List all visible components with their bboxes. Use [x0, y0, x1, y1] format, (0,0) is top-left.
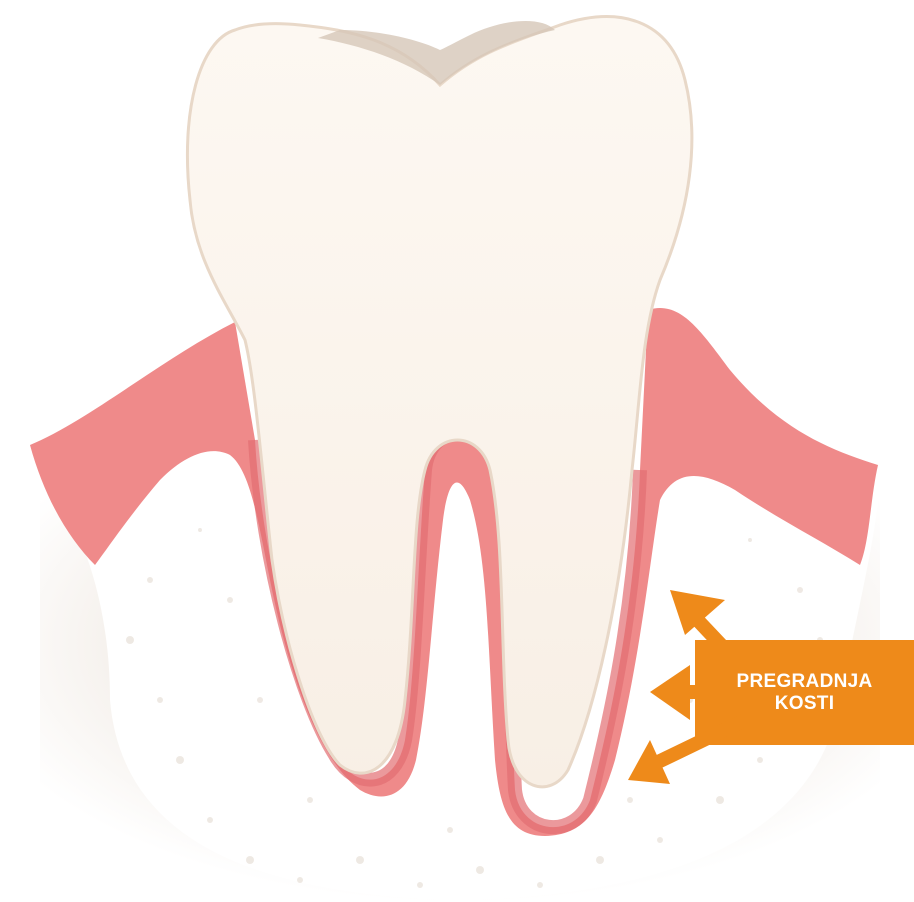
label-line-1: PREGRADNJA: [736, 671, 872, 693]
label-line-2: KOSTI: [775, 693, 835, 715]
annotation-label: PREGRADNJA KOSTI: [695, 640, 914, 745]
